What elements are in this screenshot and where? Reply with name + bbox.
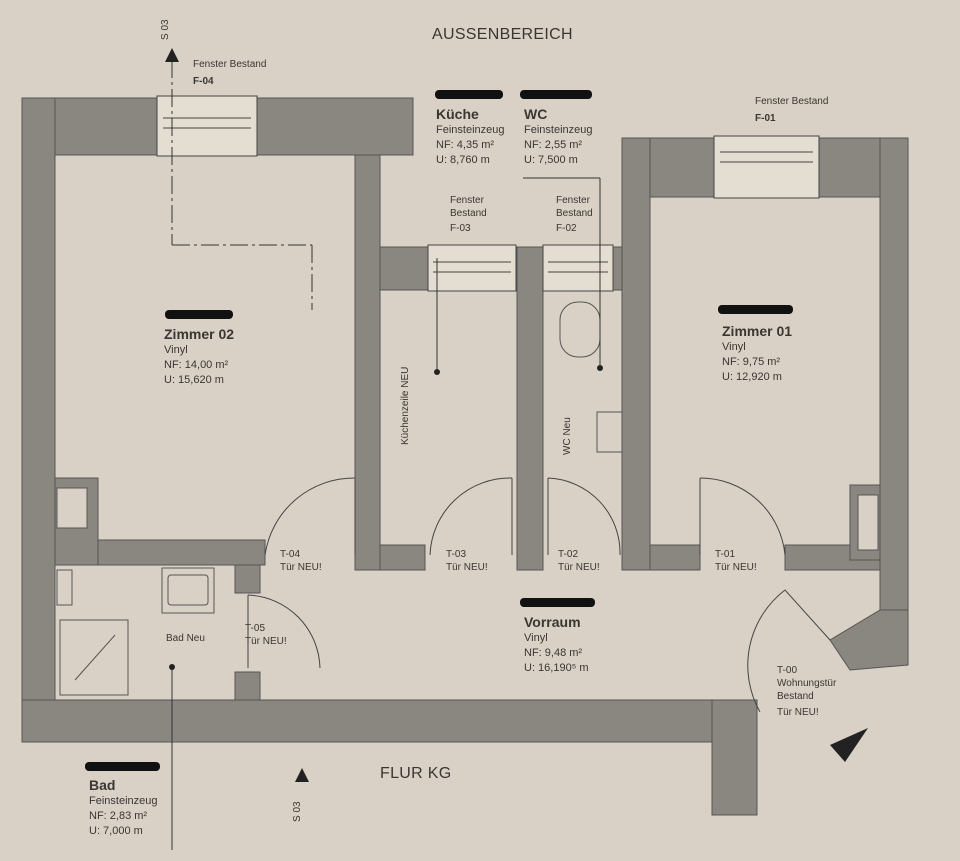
redaction (165, 310, 233, 319)
room-area: NF: 9,48 m² (524, 647, 583, 659)
room-perimeter: U: 16,190⁵ m (524, 662, 589, 674)
window-label: Fenster Bestand (755, 96, 829, 107)
room-floor: Vinyl (722, 341, 746, 353)
section-mark-top: S 03 (160, 19, 171, 40)
door-id: T-00 (777, 665, 798, 676)
wall-niches (56, 487, 879, 606)
room-area: NF: 14,00 m² (164, 359, 229, 371)
door-id: T-02 (558, 549, 579, 560)
window-label: Fenster Bestand (193, 59, 267, 70)
door-note: Tür NEU! (446, 562, 488, 573)
door-desc: Bestand (777, 691, 814, 702)
redaction (520, 598, 595, 607)
room-name: Küche (436, 106, 479, 122)
room-name: Vorraum (524, 614, 581, 630)
window-label: Fenster Bestand (450, 195, 487, 219)
section-lines (171, 60, 601, 850)
window-id: F-01 (755, 113, 776, 124)
room-area: NF: 9,75 m² (722, 356, 781, 368)
label-wc-neu: WC Neu (562, 417, 573, 455)
label-aussenbereich: AUSSENBEREICH (432, 26, 573, 43)
label-flur-kg: FLUR KG (380, 765, 452, 782)
label-kuechenzeile: Küchenzeile NEU (400, 366, 411, 445)
door-id: T-03 (446, 549, 467, 560)
redaction (718, 305, 793, 314)
window-symbols (156, 95, 820, 292)
room-perimeter: U: 7,500 m (524, 154, 578, 166)
room-name: Zimmer 01 (722, 323, 793, 339)
room-floor: Feinsteinzeug (524, 124, 593, 136)
room-floor: Vinyl (164, 344, 188, 356)
door-note: Tür NEU! (245, 636, 287, 647)
door-swings (247, 477, 831, 713)
room-perimeter: U: 12,920 m (722, 371, 782, 383)
room-name: Zimmer 02 (164, 326, 235, 342)
room-perimeter: U: 15,620 m (164, 374, 224, 386)
section-arrows (165, 48, 868, 782)
room-name: Bad (89, 777, 116, 793)
window-id: F-02 (556, 223, 577, 234)
door-id: T-01 (715, 549, 736, 560)
door-note: Tür NEU! (777, 707, 819, 718)
room-area: NF: 4,35 m² (436, 139, 495, 151)
window-id: F-04 (193, 76, 214, 87)
redaction (85, 762, 160, 771)
room-floor: Feinsteinzeug (436, 124, 505, 136)
door-id: T-05 (245, 623, 266, 634)
label-bad-neu: Bad Neu (166, 633, 205, 644)
room-floor: Vinyl (524, 632, 548, 644)
room-area: NF: 2,83 m² (89, 810, 148, 822)
door-id: T-04 (280, 549, 301, 560)
door-note: Tür NEU! (558, 562, 600, 573)
room-area: NF: 2,55 m² (524, 139, 583, 151)
room-perimeter: U: 7,000 m (89, 825, 143, 837)
window-label: Fenster Bestand (556, 195, 593, 219)
room-floor: Feinsteinzeug (89, 795, 158, 807)
door-note: Tür NEU! (715, 562, 757, 573)
redaction (435, 90, 503, 99)
room-name: WC (524, 106, 548, 122)
redaction (520, 90, 592, 99)
section-mark-bottom: S 03 (292, 801, 303, 822)
room-perimeter: U: 8,760 m (436, 154, 490, 166)
window-id: F-03 (450, 223, 471, 234)
door-note: Tür NEU! (280, 562, 322, 573)
door-desc: Wohnungstür (777, 678, 837, 689)
